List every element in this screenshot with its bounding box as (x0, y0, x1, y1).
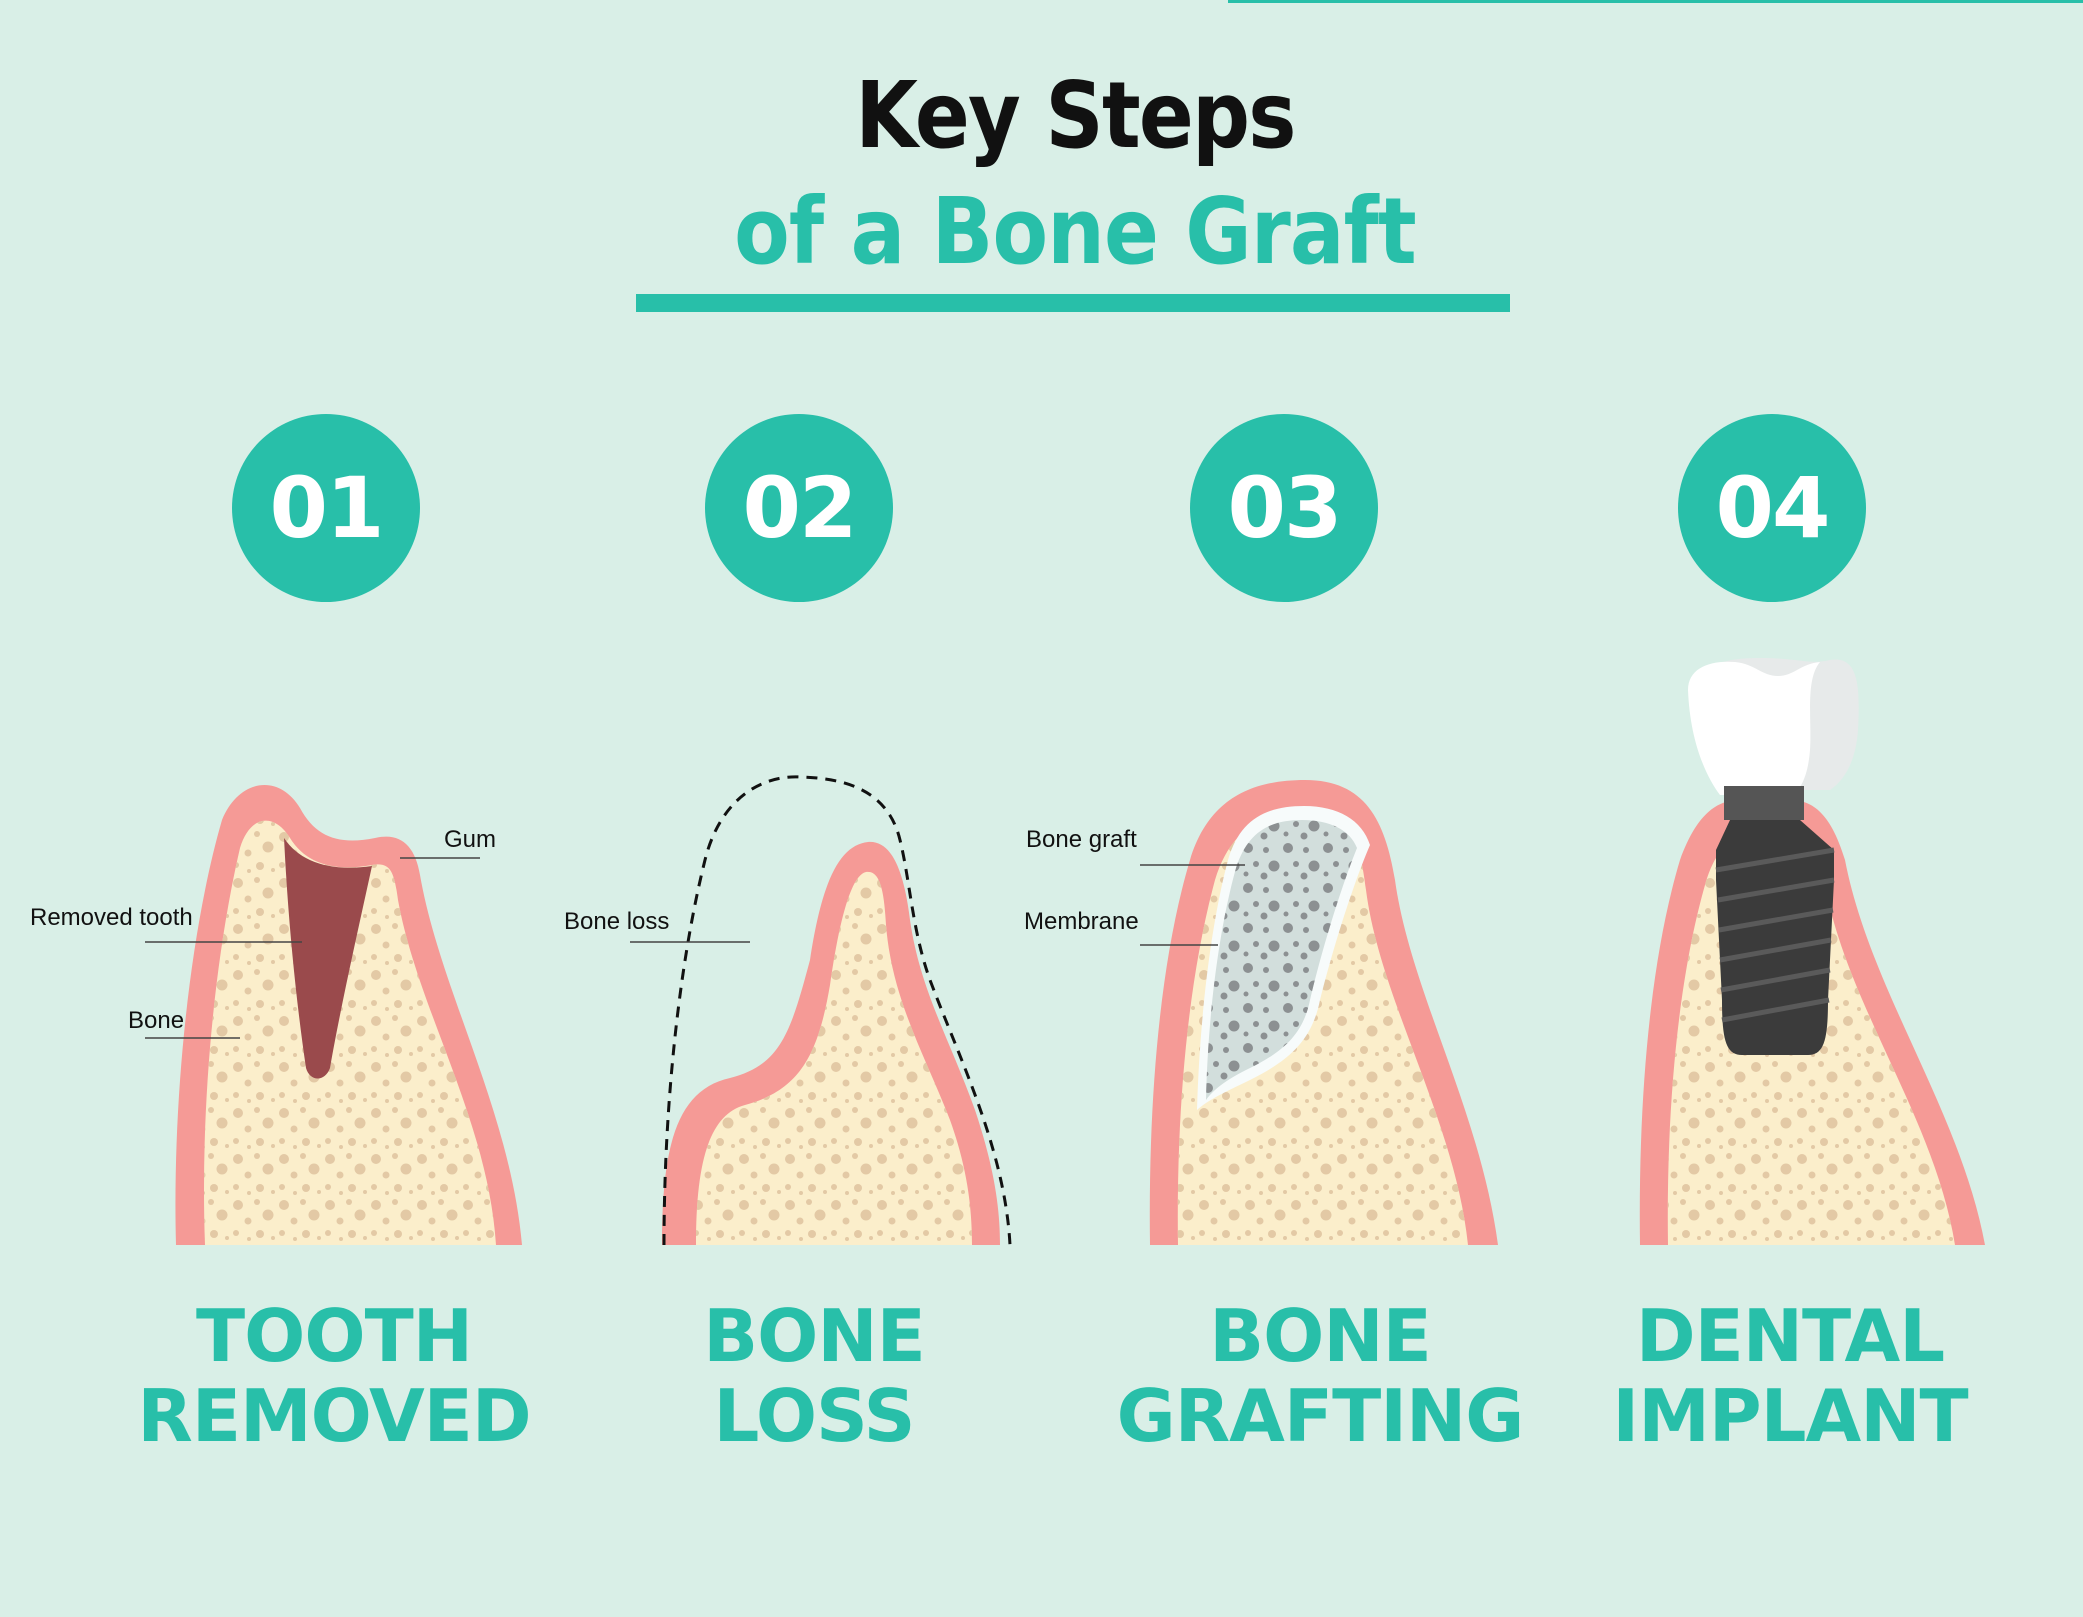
removed-tooth-socket (284, 838, 372, 1079)
step-1-illustration: Gum Removed tooth Bone (30, 785, 523, 1245)
step-2-title-line-1: BONE (703, 1294, 926, 1378)
annotation-bone-graft: Bone graft (1026, 826, 1137, 853)
step-4-title-line-2: IMPLANT (1612, 1374, 1968, 1458)
implant-abutment (1724, 786, 1804, 820)
step-4-illustration (1639, 658, 1985, 1245)
step-3-illustration: Bone graft Membrane (1024, 780, 1498, 1245)
title-underline (636, 294, 1510, 312)
step-4-title: DENTAL IMPLANT (1530, 1296, 2050, 1456)
step-2-number-badge: 02 (705, 414, 893, 602)
top-accent-rule (1228, 0, 2083, 3)
annotation-gum: Gum (444, 826, 496, 853)
annotation-bone-loss: Bone loss (564, 908, 669, 935)
step-3-title-line-2: GRAFTING (1116, 1374, 1525, 1458)
title-line-2: of a Bone Graft (734, 178, 1417, 285)
step-2-illustration: Bone loss (564, 775, 1012, 1246)
annotation-bone: Bone (128, 1007, 184, 1034)
step-1-title: TOOTH REMOVED (74, 1296, 594, 1456)
bone-loss-outline (662, 775, 1012, 1246)
step-3-number-badge: 03 (1190, 414, 1378, 602)
step-1-number-badge: 01 (232, 414, 420, 602)
step-3-title-line-1: BONE (1209, 1294, 1432, 1378)
step-2-title: BONE LOSS (554, 1296, 1074, 1456)
annotation-membrane: Membrane (1024, 908, 1139, 935)
step-4-title-line-1: DENTAL (1635, 1294, 1945, 1378)
step-1-title-line-1: TOOTH (196, 1294, 473, 1378)
implant-crown (1688, 661, 1820, 795)
title-line-1: Key Steps (855, 62, 1296, 169)
step-4-number-badge: 04 (1678, 414, 1866, 602)
step-3-title: BONE GRAFTING (1060, 1296, 1580, 1456)
implant-post (1716, 820, 1834, 1055)
step-1-title-line-2: REMOVED (137, 1374, 531, 1458)
annotation-removed-tooth: Removed tooth (30, 904, 193, 931)
step-2-title-line-2: LOSS (713, 1374, 916, 1458)
